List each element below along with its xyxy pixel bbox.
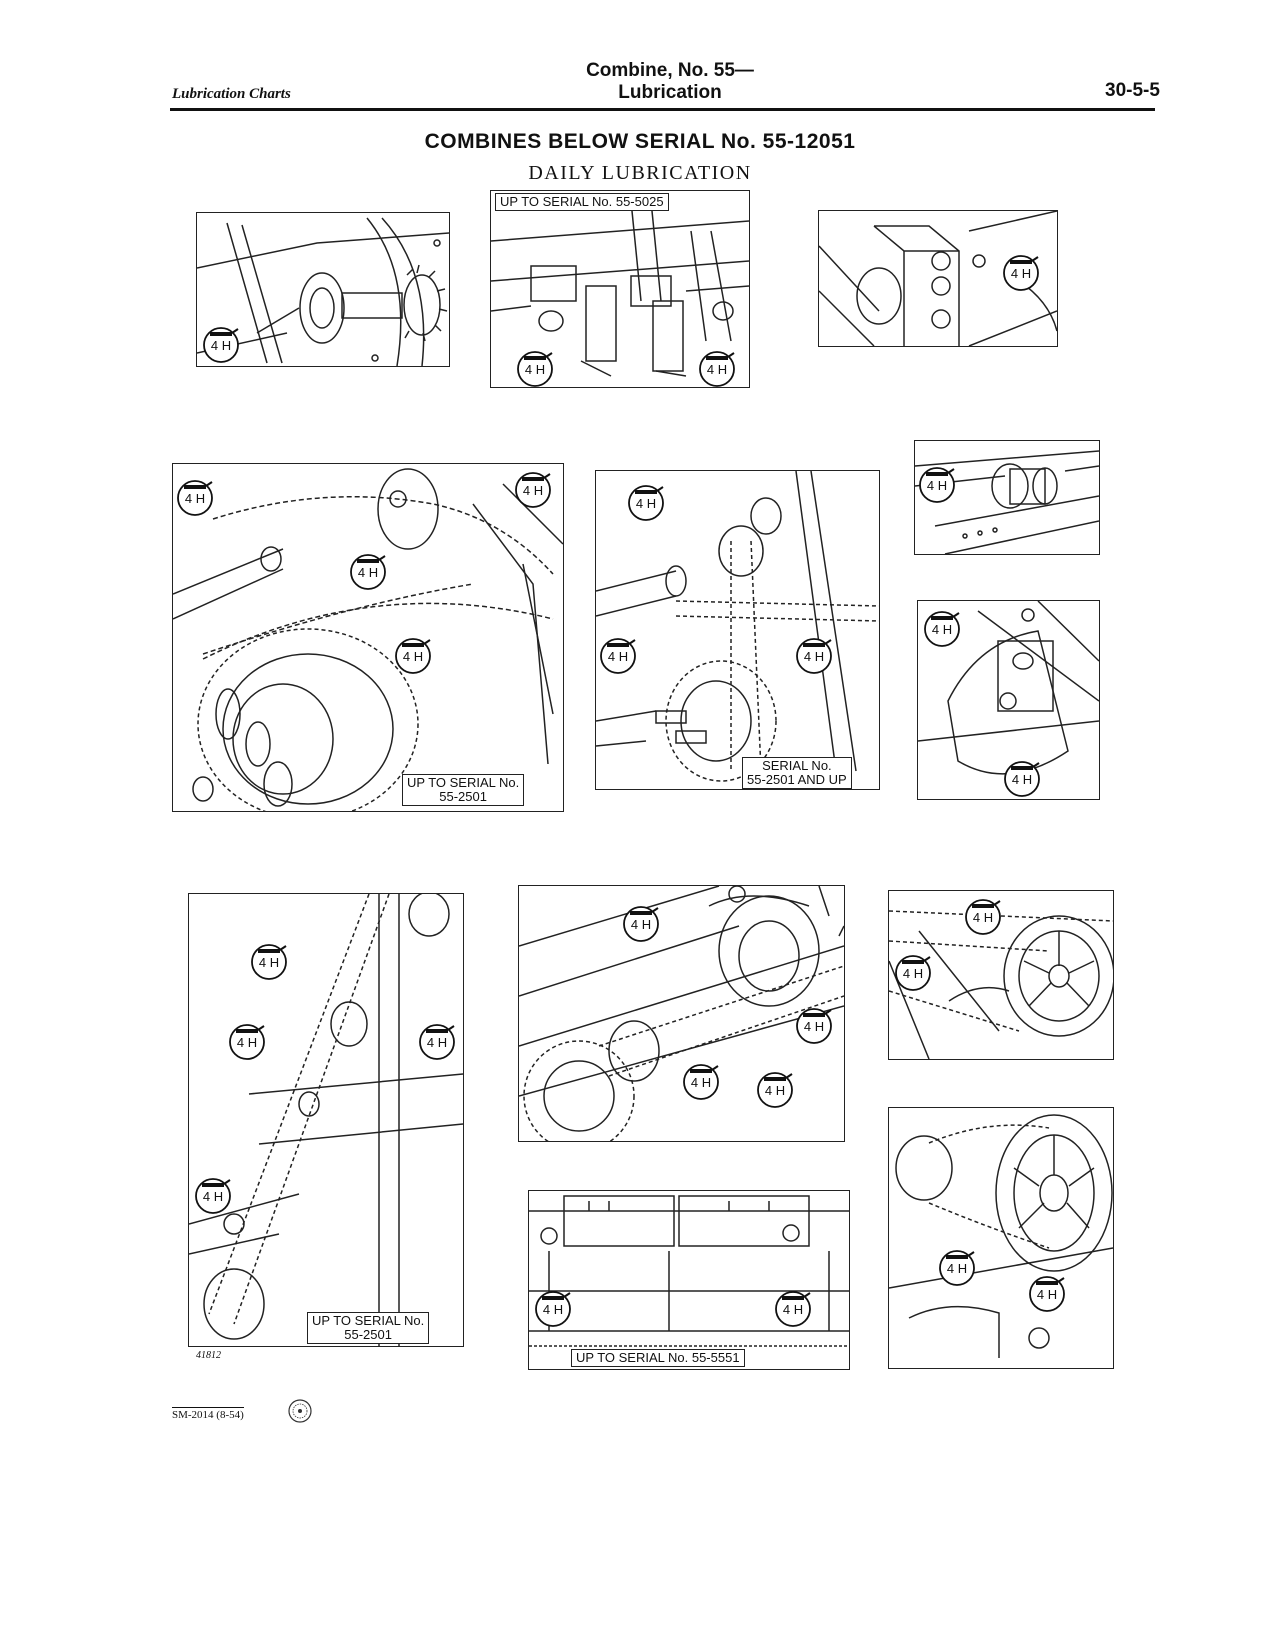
oil-can-icon — [177, 480, 213, 516]
panel-3-drawing — [819, 211, 1057, 346]
diagram-panel-5: 4 H 4 H 4 H SERIAL No. 55-2501 AND UP — [595, 470, 880, 790]
oil-can-icon — [251, 944, 287, 980]
lube-badge: 4 H — [227, 1022, 267, 1062]
oil-can-icon — [517, 351, 553, 387]
diagram-panel-9: 4 H 4 H 4 H 4 H — [518, 885, 845, 1142]
lube-badge: 4 H — [621, 904, 661, 944]
lube-badge: 4 H — [773, 1289, 813, 1329]
oil-can-icon — [628, 485, 664, 521]
diagram-panel-12: 4 H 4 H — [888, 1107, 1114, 1369]
oil-can-icon — [229, 1024, 265, 1060]
lube-badge: 4 H — [626, 483, 666, 523]
lube-badge: 4 H — [755, 1070, 795, 1110]
oil-can-icon — [535, 1291, 571, 1327]
serial-caption: UP TO SERIAL No. 55-5551 — [571, 1349, 745, 1367]
oil-can-icon — [757, 1072, 793, 1108]
lube-badge: 4 H — [1001, 253, 1041, 293]
panel-2-drawing — [491, 200, 749, 377]
lube-badge: 4 H — [249, 942, 289, 982]
panel-9-drawing — [519, 886, 844, 1141]
lube-badge: 4 H — [922, 609, 962, 649]
oil-can-icon — [419, 1024, 455, 1060]
lube-badge: 4 H — [513, 470, 553, 510]
oil-can-icon — [895, 955, 931, 991]
page-number: 30-5-5 — [1105, 80, 1160, 101]
lube-badge: 4 H — [1002, 759, 1042, 799]
union-label-icon — [287, 1398, 313, 1424]
lube-badge: 4 H — [393, 636, 433, 676]
panel-5-drawing — [596, 471, 879, 782]
oil-can-icon — [623, 906, 659, 942]
oil-can-icon — [775, 1291, 811, 1327]
oil-can-icon — [515, 472, 551, 508]
panel-1-drawing — [197, 217, 449, 366]
diagram-panel-6: 4 H — [914, 440, 1100, 555]
panel-4-drawing — [173, 468, 563, 811]
diagram-panel-1: 4 H — [196, 212, 450, 367]
serial-caption: UP TO SERIAL No. 55-5025 — [495, 193, 669, 211]
diagram-panel-4: 4 H 4 H 4 H 4 H UP TO SERIAL No. 55-2501 — [172, 463, 564, 812]
serial-caption: UP TO SERIAL No. 55-2501 — [307, 1312, 430, 1344]
oil-can-icon — [924, 611, 960, 647]
header-rule — [170, 108, 1155, 111]
running-head-center-line2: Lubrication — [618, 82, 722, 103]
oil-can-icon — [699, 351, 735, 387]
oil-can-icon — [203, 327, 239, 363]
lube-badge: 4 H — [937, 1248, 977, 1288]
oil-can-icon — [350, 554, 386, 590]
running-head-center: Combine, No. 55— Lubrication — [520, 60, 820, 104]
diagram-panel-11: 4 H 4 H — [888, 890, 1114, 1060]
lube-badge: 4 H — [533, 1289, 573, 1329]
lube-badge: 4 H — [417, 1022, 457, 1062]
panel-11-drawing — [889, 910, 1113, 1059]
lube-badge: 4 H — [794, 1006, 834, 1046]
diagram-panel-8: 4 H 4 H 4 H 4 H UP TO SERIAL No. 55-2501 — [188, 893, 464, 1347]
oil-can-icon — [1003, 255, 1039, 291]
lube-badge: 4 H — [598, 636, 638, 676]
lube-badge: 4 H — [201, 325, 241, 365]
lube-badge: 4 H — [175, 478, 215, 518]
lube-badge: 4 H — [794, 636, 834, 676]
oil-can-icon — [939, 1250, 975, 1286]
page-title: COMBINES BELOW SERIAL No. 55-12051 — [424, 130, 856, 153]
running-head-center-line1: Combine, No. 55— — [586, 60, 754, 81]
figure-number: 41812 — [196, 1350, 221, 1361]
page-subtitle: DAILY LUBRICATION — [528, 162, 752, 184]
diagram-panel-3: 4 H — [818, 210, 1058, 347]
diagram-panel-2: UP TO SERIAL No. 55-5025 4 H 4 H — [490, 190, 750, 388]
panel-7-drawing — [918, 601, 1099, 775]
running-head-left: Lubrication Charts — [172, 86, 291, 102]
lube-badge: 4 H — [681, 1062, 721, 1102]
oil-can-icon — [796, 638, 832, 674]
lube-badge: 4 H — [515, 349, 555, 387]
lube-badge: 4 H — [1027, 1274, 1067, 1314]
diagram-panel-7: 4 H 4 H — [917, 600, 1100, 800]
lube-badge: 4 H — [348, 552, 388, 592]
panel-8-drawing — [189, 894, 463, 1346]
oil-can-icon — [919, 467, 955, 503]
lube-badge: 4 H — [917, 465, 957, 505]
lube-badge: 4 H — [963, 897, 1003, 937]
panel-6-drawing — [915, 450, 1099, 554]
oil-can-icon — [600, 638, 636, 674]
lube-badge: 4 H — [893, 953, 933, 993]
oil-can-icon — [965, 899, 1001, 935]
oil-can-icon — [395, 638, 431, 674]
oil-can-icon — [1004, 761, 1040, 797]
panel-10-drawing — [529, 1195, 849, 1347]
lube-badge: 4 H — [193, 1176, 233, 1216]
serial-caption: SERIAL No. 55-2501 AND UP — [742, 757, 852, 789]
panel-12-drawing — [889, 1114, 1113, 1358]
serial-caption: UP TO SERIAL No. 55-2501 — [402, 774, 525, 806]
diagram-panel-10: 4 H 4 H UP TO SERIAL No. 55-5551 — [528, 1190, 850, 1370]
oil-can-icon — [683, 1064, 719, 1100]
oil-can-icon — [195, 1178, 231, 1214]
form-code: SM-2014 (8-54) — [172, 1407, 244, 1421]
oil-can-icon — [1029, 1276, 1065, 1312]
oil-can-icon — [796, 1008, 832, 1044]
lube-badge: 4 H — [697, 349, 737, 387]
